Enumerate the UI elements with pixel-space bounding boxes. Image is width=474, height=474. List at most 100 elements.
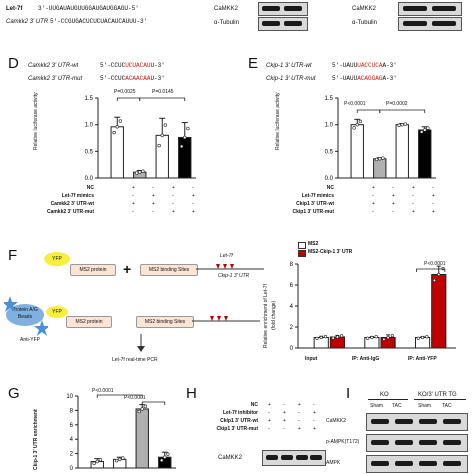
y-tick-label: 4 bbox=[290, 304, 294, 310]
let7f-label: Let-7f bbox=[6, 6, 23, 12]
y-tick-label: 10 bbox=[66, 394, 73, 400]
y-tick-label: 0.0 bbox=[85, 176, 94, 182]
panel-d-p1: P=0.0025 bbox=[114, 89, 136, 95]
panel-h-blot-label: CaMKK2 bbox=[218, 455, 243, 461]
panel-e-p1: P<0.0001 bbox=[344, 101, 366, 107]
data-point bbox=[186, 126, 190, 131]
significance-bracket bbox=[116, 97, 141, 101]
condition-mark: + bbox=[313, 410, 316, 416]
utr-label-f: Ckip-1 3' UTR bbox=[218, 273, 250, 279]
down-arrow-icon bbox=[137, 334, 145, 352]
yfp-ellipse: YFP bbox=[44, 252, 70, 266]
blot1-camkk2-label: CaMKK2 bbox=[214, 6, 239, 12]
bar bbox=[395, 124, 409, 179]
data-point bbox=[340, 334, 344, 338]
utr-line-graphic-2 bbox=[192, 316, 260, 322]
blot2-camkk2-label: CaMKK2 bbox=[352, 6, 377, 12]
panel-f-letter: F bbox=[8, 247, 18, 264]
y-tick-label: 1.5 bbox=[85, 96, 94, 102]
data-point bbox=[183, 135, 187, 140]
condition-mark: + bbox=[152, 193, 155, 199]
data-point bbox=[425, 335, 429, 339]
y-tick-label: 1.0 bbox=[85, 123, 94, 129]
data-point bbox=[163, 123, 168, 127]
condition-mark: - bbox=[152, 209, 154, 215]
panel-g-p1: P<0.0001 bbox=[92, 388, 114, 394]
data-point bbox=[118, 457, 122, 462]
data-point bbox=[134, 171, 139, 175]
panel-i-blot-camkk2 bbox=[366, 413, 468, 431]
data-point bbox=[140, 407, 144, 411]
panel-d-letter: D bbox=[8, 55, 19, 72]
condition-row: Camkk2 3' UTR-mut--++ bbox=[30, 209, 210, 217]
data-point bbox=[374, 335, 378, 339]
condition-label: Camkk2 3' UTR-wt bbox=[50, 201, 94, 207]
condition-row: Ckip1 3' UTR-wt++-- bbox=[270, 201, 450, 209]
y-tick-label: 6 bbox=[70, 423, 74, 429]
data-point bbox=[403, 122, 408, 126]
data-point bbox=[118, 119, 123, 123]
condition-label: Let-7f inhibitor bbox=[223, 410, 258, 416]
condition-mark: + bbox=[283, 418, 286, 424]
panel-d-ylabel: Relative luciferase activity bbox=[33, 92, 39, 150]
data-point bbox=[374, 157, 379, 162]
panel-e-p2: P=0.0002 bbox=[386, 101, 408, 107]
camkk2-utr-sequence: 5'-CCGUGACUCUCUACAUCAUUU-3' bbox=[50, 18, 148, 25]
significance-bracket bbox=[139, 97, 186, 101]
condition-row: Let-7f mimics-+-+ bbox=[270, 193, 450, 201]
data-point bbox=[426, 126, 430, 130]
data-point bbox=[157, 143, 161, 148]
panel-i-b3-label: AMPK bbox=[326, 460, 341, 466]
condition-mark: + bbox=[313, 426, 316, 432]
condition-mark: + bbox=[132, 201, 135, 207]
condition-mark: - bbox=[313, 418, 315, 424]
data-point bbox=[160, 133, 164, 138]
data-point bbox=[323, 335, 328, 339]
panel-h-blot bbox=[262, 450, 326, 466]
data-point bbox=[163, 455, 167, 459]
panel-i-b2-label: p-AMPK(T172) bbox=[326, 439, 360, 445]
condition-mark: - bbox=[412, 193, 414, 199]
panel-e-wt-label: Ckip-1 3' UTR-wt bbox=[266, 63, 312, 69]
bar bbox=[418, 129, 432, 179]
condition-mark: + bbox=[412, 185, 415, 191]
data-point bbox=[381, 156, 385, 160]
condition-label: Ckip1 3' UTR-mut bbox=[216, 426, 258, 432]
data-point bbox=[112, 130, 116, 135]
beads-stars-icon bbox=[4, 296, 48, 336]
panel-d-wt-label: Camkk2 3' UTR-wt bbox=[28, 63, 79, 69]
significance-bracket bbox=[96, 394, 143, 398]
significance-bracket bbox=[141, 401, 166, 405]
condition-mark: - bbox=[412, 201, 414, 207]
condition-mark: - bbox=[172, 201, 174, 207]
significance-bracket bbox=[416, 268, 446, 272]
data-point bbox=[315, 336, 319, 340]
ms2-protein-box-2: MS2 protein bbox=[66, 316, 112, 328]
panel-h-letter: H bbox=[186, 385, 197, 402]
ms2-binding-sites-box-2: MS2 binding Sites bbox=[136, 316, 194, 328]
condition-mark: + bbox=[298, 402, 301, 408]
condition-mark: + bbox=[372, 201, 375, 207]
xcat-input: Input bbox=[305, 356, 318, 362]
bar bbox=[350, 124, 364, 179]
data-point bbox=[166, 452, 170, 456]
y-tick-label: 0.5 bbox=[85, 149, 94, 155]
condition-label: NC bbox=[86, 185, 94, 191]
data-point bbox=[141, 169, 145, 173]
panel-g-p2: P<0.0001 bbox=[124, 395, 146, 401]
panel-e-mut-label: Ckip-1 3' UTR-mut bbox=[266, 76, 316, 82]
panel-i-ko-tg: KO/3' UTR TG bbox=[418, 392, 457, 398]
panel-e-letter: E bbox=[248, 55, 259, 72]
plus-sign: + bbox=[123, 261, 132, 277]
data-point bbox=[400, 122, 404, 127]
data-point bbox=[423, 128, 427, 132]
data-point bbox=[335, 335, 340, 339]
condition-mark: - bbox=[432, 185, 434, 191]
condition-label: NC bbox=[250, 402, 258, 408]
data-point bbox=[138, 170, 142, 174]
xcat-yfp: IP: Anti-YFP bbox=[408, 356, 437, 362]
condition-mark: - bbox=[283, 402, 285, 408]
bar bbox=[373, 158, 387, 179]
data-point bbox=[92, 461, 96, 465]
